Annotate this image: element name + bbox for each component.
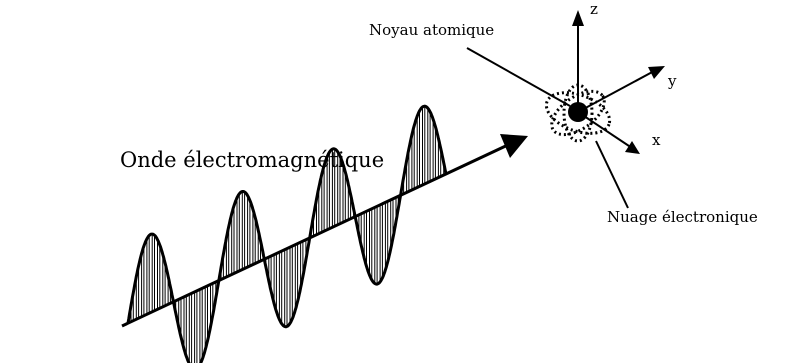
nucleus-label: Noyau atomique (369, 23, 494, 38)
z-axis-label: z (590, 2, 598, 17)
cloud-leader-line (596, 141, 628, 208)
atomic-nucleus (568, 102, 588, 122)
nucleus-leader-line (467, 48, 570, 106)
y-axis (578, 70, 656, 112)
x-axis-arrowhead (625, 141, 640, 154)
y-axis-label: y (668, 74, 676, 89)
z-axis-arrowhead (572, 10, 584, 26)
x-axis-label: x (652, 133, 660, 148)
wave-field-hatching (128, 106, 446, 363)
wave-label: Onde électromagnétique (120, 150, 384, 171)
electron-cloud-label: Nuage électronique (607, 210, 758, 225)
